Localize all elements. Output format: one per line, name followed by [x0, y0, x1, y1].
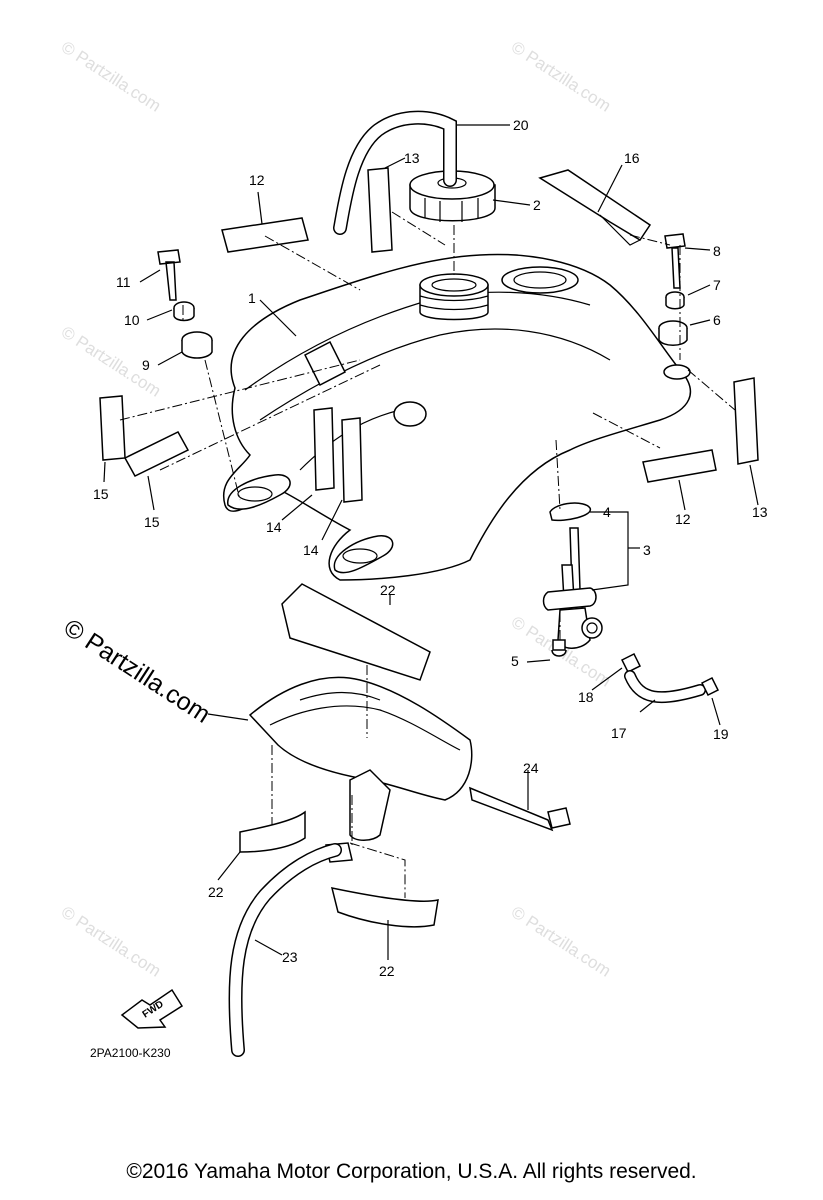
- bolt-8: [664, 233, 686, 289]
- callout-7: 7: [713, 277, 721, 293]
- clip-19: [700, 676, 720, 697]
- callout-24: 24: [523, 760, 539, 776]
- callout-19: 19: [713, 726, 729, 742]
- callout-17: 17: [611, 725, 627, 741]
- fuel-tank[interactable]: [222, 253, 691, 581]
- callout-22-b: 22: [208, 884, 224, 900]
- callout-3: 3: [643, 542, 651, 558]
- pad-12-right: [642, 449, 717, 483]
- pad-13-top: [367, 167, 393, 253]
- pad-15-b: [123, 431, 190, 477]
- callout-20: 20: [513, 117, 529, 133]
- callout-labels: 1 2 3 4 5 6 7 8 9 10 11 12 12 13 13 14 1…: [93, 117, 768, 979]
- callout-2: 2: [533, 197, 541, 213]
- diagram-code: 2PA2100-K230: [90, 1046, 171, 1060]
- callout-10: 10: [124, 312, 140, 328]
- callout-15-b: 15: [144, 514, 160, 530]
- callout-13-a: 13: [404, 150, 420, 166]
- main-watermark: © Partzilla.com: [59, 614, 216, 729]
- clip-18: [620, 652, 642, 674]
- callout-18: 18: [578, 689, 594, 705]
- callout-4: 4: [603, 504, 611, 520]
- callout-13-b: 13: [752, 504, 768, 520]
- callout-1: 1: [248, 290, 256, 306]
- callout-14-a: 14: [266, 519, 282, 535]
- callout-11: 11: [116, 274, 131, 290]
- pad-14-a: [313, 407, 335, 491]
- callout-6: 6: [713, 312, 721, 328]
- pad-14-b: [341, 417, 363, 503]
- callout-8: 8: [713, 243, 721, 259]
- gasket-4: [549, 502, 591, 522]
- fwd-arrow: FWD: [120, 988, 184, 1029]
- rubber-pads: [99, 167, 759, 928]
- bolt-11: [157, 249, 181, 301]
- breather-hose[interactable]: [333, 110, 457, 235]
- callout-22-c: 22: [379, 963, 395, 979]
- pad-16: [538, 169, 652, 242]
- callout-16: 16: [624, 150, 640, 166]
- pad-12-left: [221, 217, 309, 253]
- fuel-cap[interactable]: [409, 170, 496, 222]
- screw-5: [551, 639, 567, 657]
- filler-neck: [419, 273, 489, 321]
- tank-cover-assembly[interactable]: [228, 676, 571, 1057]
- callout-5: 5: [511, 653, 519, 669]
- pad-13-right: [733, 377, 759, 465]
- leader-lines: [119, 211, 736, 898]
- pad-22-right: [330, 887, 439, 928]
- callout-12-a: 12: [249, 172, 265, 188]
- fuel-cock[interactable]: [542, 502, 720, 704]
- callout-12-b: 12: [675, 511, 691, 527]
- callout-leaders: [103, 124, 759, 960]
- watermark: © Partzilla.com: [58, 902, 164, 980]
- pad-15-a: [99, 395, 126, 461]
- watermark: © Partzilla.com: [508, 37, 614, 115]
- copyright-notice: ©2016 Yamaha Motor Corporation, U.S.A. A…: [126, 1160, 697, 1183]
- pad-22-left: [239, 810, 306, 853]
- pad-22-top: [281, 583, 431, 681]
- callout-15-a: 15: [93, 486, 109, 502]
- callout-9: 9: [142, 357, 150, 373]
- watermark: © Partzilla.com: [508, 902, 614, 980]
- callout-22-a: 22: [380, 582, 396, 598]
- callout-23: 23: [282, 949, 298, 965]
- callout-14-b: 14: [303, 542, 319, 558]
- watermark: © Partzilla.com: [58, 37, 164, 115]
- fasteners: [157, 233, 688, 359]
- strap-24: [469, 786, 554, 832]
